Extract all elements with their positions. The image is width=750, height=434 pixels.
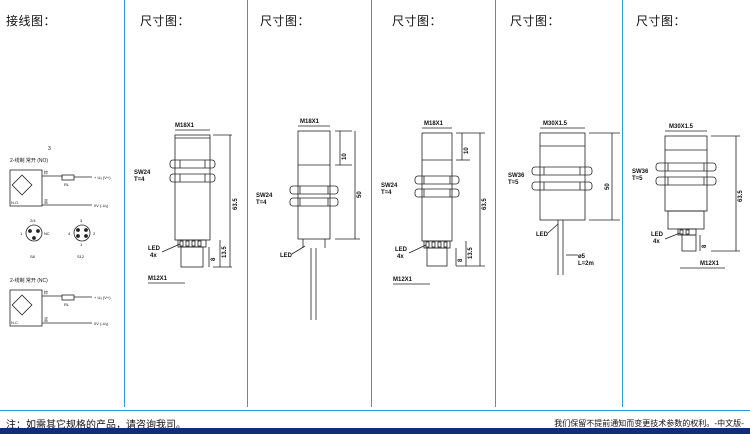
dimension-label: NC [44, 231, 50, 236]
wiring-diagram-header: 接线图： [6, 14, 57, 28]
dimension-label: 2/4 [30, 218, 36, 223]
dimension-label: LED [395, 247, 408, 253]
no-sensor-box [9, 169, 43, 207]
blue-wire-label: 蓝 [44, 198, 48, 204]
column-divider [622, 0, 623, 407]
footer-bar [0, 428, 750, 434]
dimension-label: 棕 [44, 289, 48, 295]
dimension-label: 10 [342, 153, 348, 160]
dimension-label: SW36 [508, 173, 525, 179]
s8-connector-icon [25, 224, 43, 242]
vplus-label: + Uₔ (V+) [94, 175, 111, 180]
dimension-header-2: 尺寸图： [260, 14, 311, 28]
brown-wire-label: 棕 [44, 169, 48, 175]
dimension-header-4: 尺寸图： [510, 14, 561, 28]
dimension-header-5: 尺寸图： [636, 14, 687, 28]
rl-load [61, 294, 75, 301]
dimension-label: RL [64, 302, 70, 307]
dimension-label: + Uₔ (V+) [94, 295, 111, 300]
dimension-label: T=4 [381, 190, 392, 196]
dimension-header-3: 尺寸图： [392, 14, 443, 28]
dimension-label: 63.5 [233, 198, 239, 210]
hex-nut [289, 185, 339, 207]
dimension-label: 4x [653, 239, 660, 245]
dimension-label: 50 [605, 183, 611, 190]
hex-nut [169, 159, 216, 183]
footer-divider [0, 410, 750, 411]
dimension-label: 63.5 [482, 198, 488, 210]
dimension-label: M18X1 [175, 123, 195, 129]
nc-sensor-box [9, 289, 43, 327]
dimension-label: L=2m [578, 261, 594, 267]
sensor-symbol-icon [11, 294, 33, 316]
dimension-label: T=4 [256, 200, 267, 206]
dimension-label: SW24 [381, 183, 398, 189]
dimension-label: 13.5 [222, 246, 228, 258]
dimension-label: 2 [93, 231, 96, 236]
dimension-label: 蓝 [44, 316, 48, 322]
dimension-label: LED [651, 232, 664, 238]
hex-nut [655, 162, 717, 186]
vzero-label: 0V (-Uₔ) [94, 203, 109, 208]
dimension-label: T=4 [134, 177, 145, 183]
sensor-symbol-icon [11, 174, 33, 196]
dimension-label: ø5 [578, 254, 586, 260]
wiring-top-number: 3 [48, 146, 51, 152]
dimension-label: 3 [80, 218, 83, 223]
dimension-label: 1 [80, 242, 83, 247]
dimension-label: SW36 [632, 169, 649, 175]
dimension-label: 4x [150, 253, 157, 259]
dimension-label: M30X1.5 [543, 121, 568, 127]
dimension-label: M30X1.5 [669, 124, 694, 130]
dimension-label: T=5 [632, 176, 643, 182]
dimension-drawing-2: M18X1 SW24 T=4 10 50 LED [256, 119, 363, 320]
dimension-label: SW24 [134, 170, 151, 176]
dimension-label: 0V (-Uₔ) [94, 321, 109, 326]
dimension-label: 4 [68, 231, 71, 236]
hex-nut [531, 166, 593, 191]
dimension-label: 8 [702, 244, 708, 248]
dimension-label: LED [280, 253, 293, 259]
dimension-drawing-5: M30X1.5 SW36 T=5 63.5 8 LED 4x M12X1 [632, 124, 744, 269]
dimension-label: 8 [211, 257, 217, 261]
wiring-no-title: 2-线制 常开 (NO) [10, 157, 48, 164]
dimension-label: M12X1 [148, 276, 168, 282]
dimension-label: LED [536, 232, 549, 238]
footer-note: 注：如需其它规格的产品，请咨询我司。 [6, 420, 186, 431]
dimension-label: 1 [20, 231, 23, 236]
wiring-nc-title: 2-线制 常开 (NC) [10, 277, 48, 284]
dimension-label: 50 [357, 191, 363, 198]
column-divider [495, 0, 496, 407]
hex-nut [414, 175, 460, 198]
dimension-label: SW24 [256, 193, 273, 199]
wiring-diagrams: 3 2-线制 常开 (NO) N.O. 棕 蓝 RL + Uₔ (V+) 0V … [9, 146, 111, 327]
dimension-label: M12X1 [393, 277, 413, 283]
dimension-label: LED [148, 246, 161, 252]
footer-rights: 我们保留不提前通知而变更技术参数的权利。-中文版- [554, 419, 744, 428]
nc-label: N.C. [11, 320, 19, 325]
s12-connector-icon [73, 224, 91, 242]
rl-label: RL [64, 182, 70, 187]
dimension-label: T=5 [508, 180, 519, 186]
rl-load [61, 174, 75, 181]
dimension-label: 13.5 [468, 247, 474, 259]
dimension-drawing-1: M18X1 SW24 T=4 63.5 13.5 8 LED 4x M12X1 [134, 123, 239, 284]
column-divider [371, 0, 372, 407]
s8-label: S8 [30, 254, 36, 259]
no-label: N.O. [11, 200, 19, 205]
dimension-drawing-4: M30X1.5 SW36 T=5 50 LED ø5 L=2m [508, 121, 620, 275]
dimension-label: M18X1 [424, 121, 444, 127]
dimension-label: 10 [464, 147, 470, 154]
dimension-drawing-3: M18X1 SW24 T=4 10 63.5 13.5 8 LED 4x M12… [381, 121, 488, 285]
column-divider [124, 0, 125, 407]
dimension-header-1: 尺寸图： [140, 14, 191, 28]
dimension-label: M12X1 [700, 261, 720, 267]
column-divider [247, 0, 248, 407]
dimension-label: 4x [397, 254, 404, 260]
dimension-label: 8 [458, 258, 464, 262]
s12-label: S12 [77, 254, 85, 259]
dimension-label: 63.5 [738, 190, 744, 202]
dimension-label: M18X1 [300, 119, 320, 125]
